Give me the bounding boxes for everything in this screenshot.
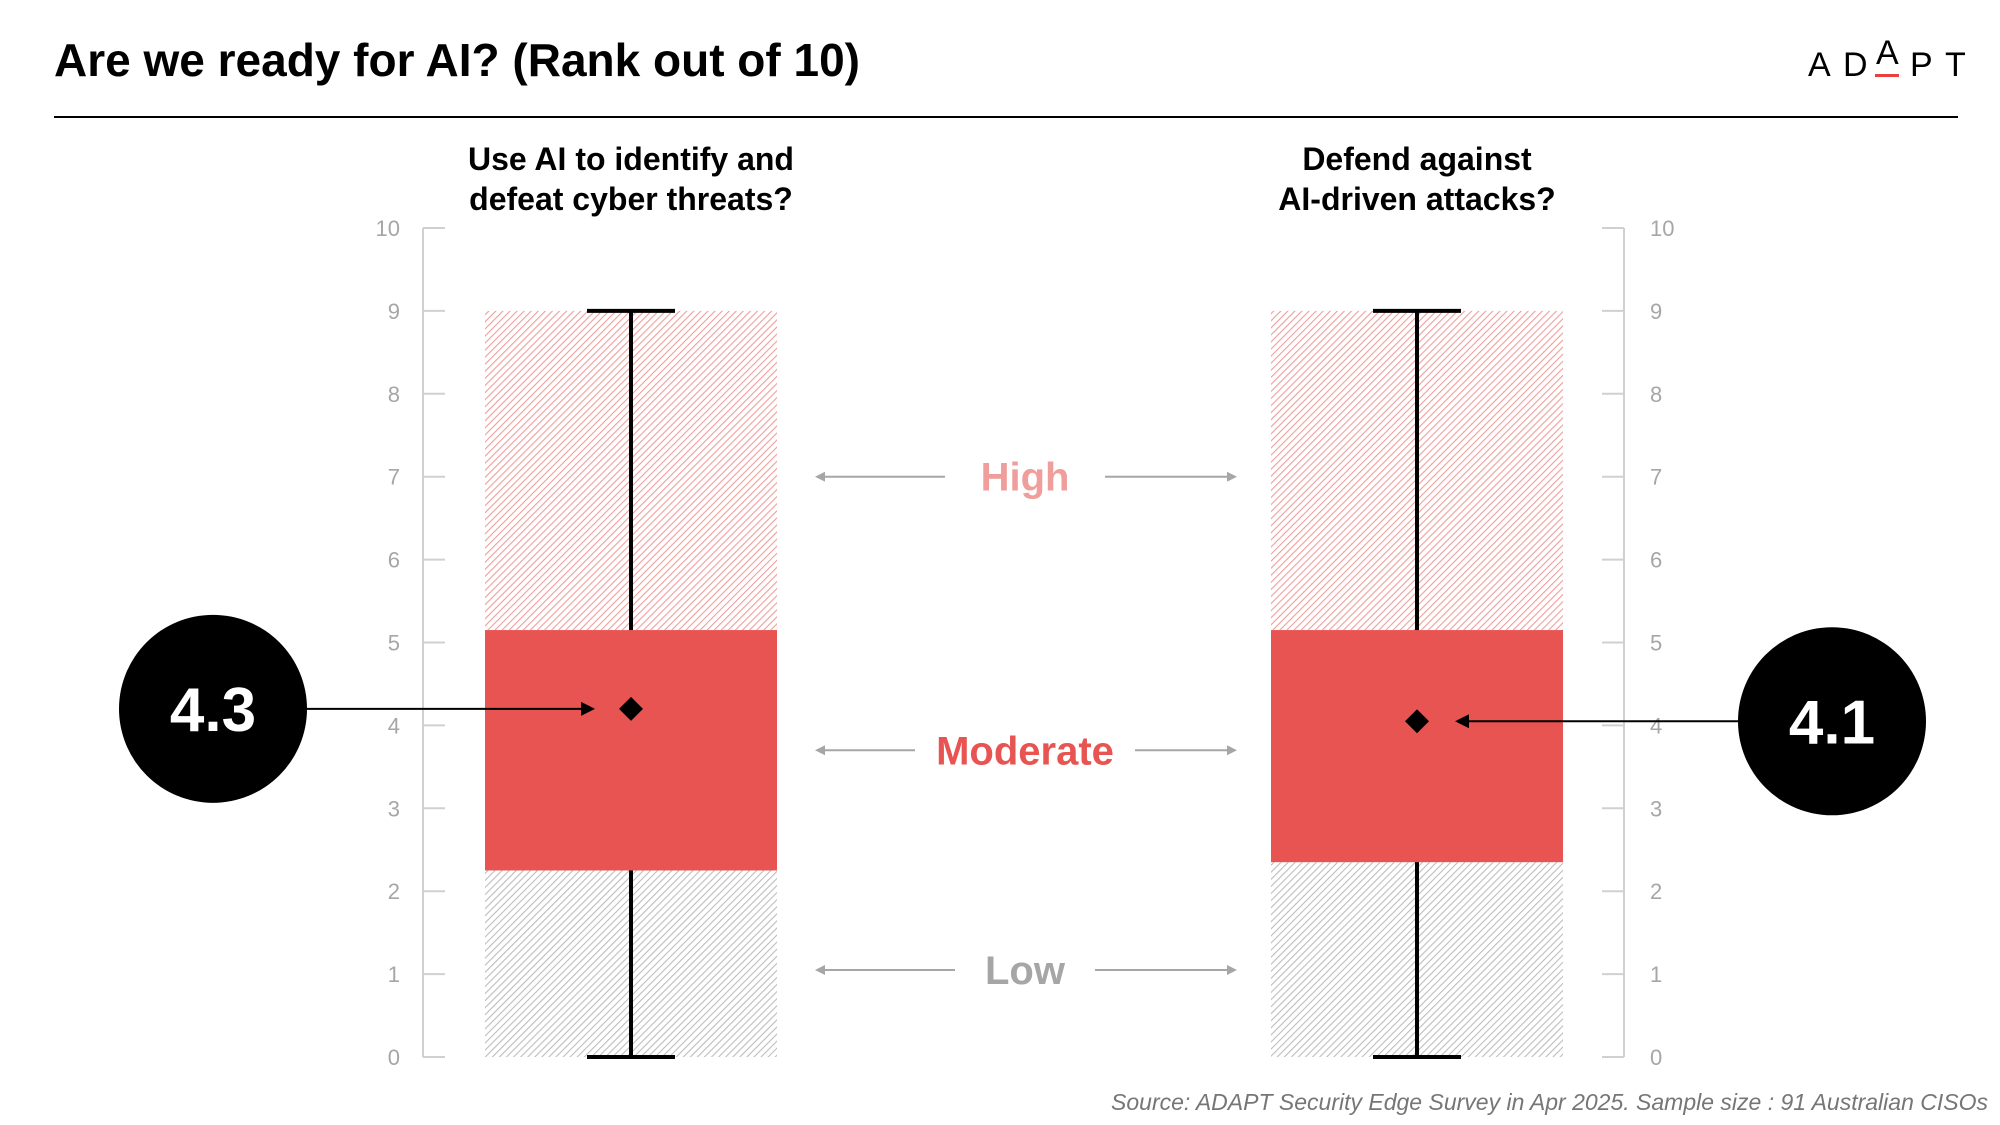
callout-bubble [1738,627,1926,816]
mean-marker [1405,709,1429,734]
series-title-line: AI-driven attacks? [1278,181,1555,217]
tick-label: 7 [1650,465,1662,490]
zone-label: Moderate [936,729,1114,773]
tick-label: 3 [388,796,400,821]
tick-label: 9 [1650,299,1662,324]
box-plots [485,308,1563,1059]
callout-bubble [119,614,307,803]
tick-label: 3 [1650,796,1662,821]
tick-label: 0 [1650,1045,1662,1070]
box-plot-2 [1271,308,1563,1059]
tick-label: 4 [388,713,400,738]
iqr-box [1271,630,1563,863]
zone-label: High [981,456,1070,500]
series-title-line: Defend against [1302,141,1532,177]
source-note: Source: ADAPT Security Edge Survey in Ap… [1111,1089,1988,1115]
tick-label: 6 [1650,548,1662,573]
zone-label: Low [985,949,1066,993]
y-axis-right: 0 1 2 3 4 5 6 7 8 9 10 [1602,216,1674,1070]
series-title-2: Defend against AI-driven attacks? [1278,141,1555,217]
zone-high: High [815,456,1237,500]
logo-letter: P [1910,46,1935,84]
series-title-1: Use AI to identify and defeat cyber thre… [468,141,794,217]
tick-label: 1 [1650,962,1662,987]
logo-letter: D [1843,46,1870,84]
mean-callout-2: 4.1 [1455,627,1926,816]
tick-label: 9 [388,299,400,324]
mean-marker [619,696,643,721]
tick-label: 4 [1650,713,1662,738]
logo-letter: A [1808,46,1833,84]
box-plot-1 [485,308,777,1059]
page-title: Are we ready for AI? (Rank out of 10) [54,34,860,86]
tick-label: 8 [1650,382,1662,407]
tick-label: 6 [388,548,400,573]
series-title-line: Use AI to identify and [468,141,794,177]
y-axis-left: 0 1 2 3 4 5 6 7 8 9 10 [376,216,445,1070]
adapt-logo: A D A P T [1808,34,1968,84]
tick-label: 8 [388,382,400,407]
series-title-line: defeat cyber threats? [469,181,793,217]
tick-label: 10 [376,216,400,241]
mean-callout-1: 4.3 [119,614,595,803]
logo-accent-bar [1875,74,1899,77]
tick-label: 2 [388,879,400,904]
tick-label: 5 [388,631,400,656]
tick-label: 7 [388,465,400,490]
tick-label: 10 [1650,216,1674,241]
zone-low: Low [815,949,1237,993]
mean-value-label: 4.1 [1789,688,1875,757]
mean-value-label: 4.3 [170,676,256,745]
iqr-box [485,630,777,871]
logo-letter: T [1945,46,1968,84]
logo-letter: A [1876,34,1901,72]
tick-label: 0 [388,1045,400,1070]
zone-moderate: Moderate [815,729,1237,773]
tick-label: 5 [1650,631,1662,656]
tick-label: 1 [388,962,400,987]
tick-label: 2 [1650,879,1662,904]
mean-callouts: 4.3 4.1 [119,614,1926,816]
